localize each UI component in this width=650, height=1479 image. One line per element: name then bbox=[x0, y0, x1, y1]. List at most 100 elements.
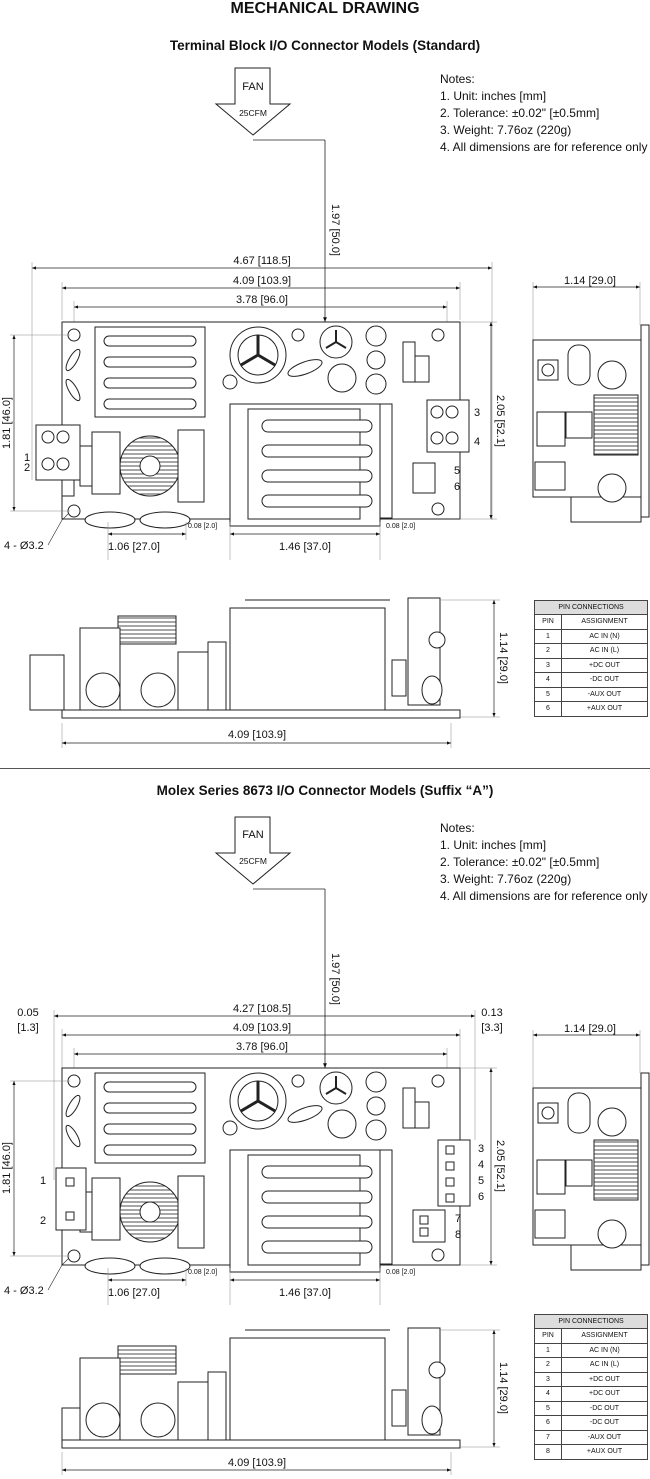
pin-cell: 3 bbox=[534, 657, 562, 673]
dim-bottom-mid: 1.46 [37.0] bbox=[279, 1287, 331, 1299]
dim-bottom-left: 1.06 [27.0] bbox=[108, 1287, 160, 1299]
pin-cell: 2 bbox=[534, 1357, 562, 1373]
table-row: 5-AUX OUT bbox=[534, 686, 648, 702]
section-divider bbox=[0, 768, 650, 769]
assignment-cell: AC IN (L) bbox=[561, 1357, 648, 1373]
pin-label: 4 bbox=[478, 1159, 484, 1171]
fan-cfm: 25CFM bbox=[239, 856, 267, 866]
dim-bottom-mid: 1.46 [37.0] bbox=[279, 541, 331, 553]
table-row: 4-DC OUT bbox=[534, 672, 648, 688]
table-row: 3+DC OUT bbox=[534, 657, 648, 673]
assignment-cell: AC IN (L) bbox=[561, 643, 648, 659]
pin-cell: 5 bbox=[534, 686, 562, 702]
pin-label: 2 bbox=[40, 1215, 46, 1227]
table-row: 6-DC OUT bbox=[534, 1415, 648, 1431]
assignment-cell: -DC OUT bbox=[561, 1400, 648, 1416]
fan-arrow: FAN 25CFM bbox=[214, 67, 292, 136]
pin-label: 4 bbox=[474, 436, 480, 448]
assignment-cell: AC IN (N) bbox=[561, 1342, 648, 1358]
dim-side-width: 1.14 [29.0] bbox=[564, 1023, 616, 1035]
notes-standard: Notes: 1. Unit: inches [mm] 2. Tolerance… bbox=[440, 71, 647, 156]
dim-right-offset-mm: [3.3] bbox=[481, 1022, 502, 1034]
dim-overall-width: 4.27 [108.5] bbox=[233, 1003, 291, 1015]
pin-label: 8 bbox=[455, 1229, 461, 1241]
dim-holes: 4 - Ø3.2 bbox=[4, 540, 44, 552]
pin-cell: 6 bbox=[534, 701, 562, 717]
pin-cell: 1 bbox=[534, 1342, 562, 1358]
pin-label: 5 bbox=[478, 1175, 484, 1187]
table-row: 4+DC OUT bbox=[534, 1386, 648, 1402]
note-item: 3. Weight: 7.76oz (220g) bbox=[440, 123, 572, 137]
note-item: 4. All dimensions are for reference only bbox=[440, 140, 648, 154]
assignment-cell: -AUX OUT bbox=[561, 686, 648, 702]
dim-height-left: 1.81 [46.0] bbox=[1, 397, 13, 449]
pin-label: 2 bbox=[24, 462, 30, 474]
profile-view bbox=[29, 597, 461, 719]
pin-label: 5 bbox=[454, 465, 460, 477]
assignment-cell: +AUX OUT bbox=[561, 701, 648, 717]
pin-label: 6 bbox=[454, 481, 460, 493]
fan-label: FAN bbox=[242, 81, 263, 93]
assignment-cell: +DC OUT bbox=[561, 657, 648, 673]
dim-fan-height: 1.97 [50.0] bbox=[329, 953, 341, 1005]
dim-left-offset-mm: [1.3] bbox=[17, 1022, 38, 1034]
table-header: ASSIGNMENT bbox=[561, 614, 648, 630]
notes-heading: Notes: bbox=[440, 72, 475, 86]
profile-view bbox=[61, 1327, 461, 1449]
dim-right-offset: 0.13 bbox=[481, 1007, 502, 1019]
page-title: MECHANICAL DRAWING bbox=[230, 0, 420, 17]
dim-small-b: 0.08 [2.0] bbox=[386, 1269, 415, 1276]
section-title-molex: Molex Series 8673 I/O Connector Models (… bbox=[156, 783, 494, 798]
dim-inner-width: 3.78 [96.0] bbox=[236, 294, 288, 306]
dim-hole-width: 4.09 [103.9] bbox=[233, 1022, 291, 1034]
notes-heading: Notes: bbox=[440, 821, 475, 835]
pin-cell: 5 bbox=[534, 1400, 562, 1416]
pin-cell: 2 bbox=[534, 643, 562, 659]
dim-profile-width: 4.09 [103.9] bbox=[228, 1457, 286, 1469]
note-item: 1. Unit: inches [mm] bbox=[440, 838, 547, 852]
assignment-cell: +DC OUT bbox=[561, 1371, 648, 1387]
pin-label: 3 bbox=[474, 407, 480, 419]
dim-inner-width: 3.78 [96.0] bbox=[236, 1041, 288, 1053]
pcb-top-view bbox=[35, 321, 470, 529]
pin-label: 3 bbox=[478, 1143, 484, 1155]
note-item: 4. All dimensions are for reference only bbox=[440, 889, 648, 903]
dim-height-left: 1.81 [46.0] bbox=[1, 1142, 13, 1194]
note-item: 3. Weight: 7.76oz (220g) bbox=[440, 872, 572, 886]
dim-bottom-left: 1.06 [27.0] bbox=[108, 541, 160, 553]
fan-label: FAN bbox=[242, 829, 263, 841]
side-view bbox=[532, 324, 650, 523]
pin-cell: 6 bbox=[534, 1415, 562, 1431]
pcb-top-view bbox=[55, 1067, 471, 1275]
table-caption: PIN CONNECTIONS bbox=[534, 600, 648, 615]
table-row: 3+DC OUT bbox=[534, 1371, 648, 1387]
dim-side-width: 1.14 [29.0] bbox=[564, 275, 616, 287]
pin-cell: 4 bbox=[534, 672, 562, 688]
assignment-cell: +DC OUT bbox=[561, 1386, 648, 1402]
dim-holes: 4 - Ø3.2 bbox=[4, 1285, 44, 1297]
note-item: 1. Unit: inches [mm] bbox=[440, 89, 547, 103]
dim-small-b: 0.08 [2.0] bbox=[386, 523, 415, 530]
dim-small-a: 0.08 [2.0] bbox=[188, 523, 217, 530]
dim-profile-height: 1.14 [29.0] bbox=[497, 1362, 509, 1414]
table-row: 6+AUX OUT bbox=[534, 701, 648, 717]
table-row: 5-DC OUT bbox=[534, 1400, 648, 1416]
fan-arrow: FAN 25CFM bbox=[214, 816, 292, 885]
table-header: PIN bbox=[534, 614, 562, 630]
fan-cfm: 25CFM bbox=[239, 108, 267, 118]
assignment-cell: -DC OUT bbox=[561, 672, 648, 688]
dim-small-a: 0.08 [2.0] bbox=[188, 1269, 217, 1276]
assignment-cell: -DC OUT bbox=[561, 1415, 648, 1431]
pin-cell: 1 bbox=[534, 628, 562, 644]
pin-label: 7 bbox=[455, 1213, 461, 1225]
table-header: ASSIGNMENT bbox=[561, 1328, 648, 1344]
assignment-cell: -AUX OUT bbox=[561, 1429, 648, 1445]
note-item: 2. Tolerance: ±0.02" [±0.5mm] bbox=[440, 855, 600, 869]
